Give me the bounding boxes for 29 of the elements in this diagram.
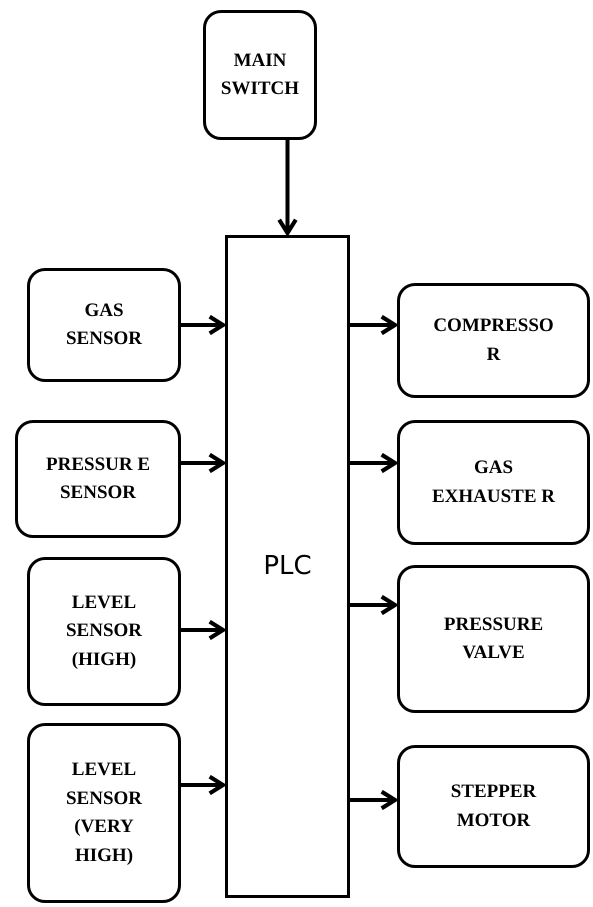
node-label: STEPPER MOTOR [450, 780, 538, 832]
arrow [350, 594, 398, 616]
process-box [203, 10, 317, 140]
node-label: LEVEL SENSOR (VERY HIGH) [64, 758, 144, 868]
node-label: GAS EXHAUSTE R [431, 456, 556, 508]
node-label: PRESSUR E SENSOR [45, 452, 151, 505]
controller-box [225, 235, 350, 898]
arrow [350, 790, 398, 810]
node-label: PLC [263, 550, 312, 583]
arrow [181, 314, 226, 336]
process-box [15, 420, 181, 538]
arrow [181, 774, 226, 796]
process-box [397, 283, 590, 398]
arrow [181, 620, 226, 640]
process-box [397, 420, 590, 545]
process-box [397, 565, 590, 713]
node-label: PRESSURE VALVE [442, 612, 544, 665]
process-box [397, 745, 590, 868]
arrow [277, 140, 298, 236]
arrow [181, 452, 226, 474]
process-box [27, 268, 181, 382]
arrow [350, 314, 398, 336]
node-label: MAIN SWITCH [220, 48, 300, 101]
node-label: LEVEL SENSOR (HIGH) [64, 590, 144, 672]
node-label: COMPRESSO R [432, 314, 555, 366]
process-box [27, 557, 181, 706]
process-box [27, 723, 181, 903]
node-label: GAS SENSOR [64, 298, 144, 351]
arrow [350, 452, 398, 474]
